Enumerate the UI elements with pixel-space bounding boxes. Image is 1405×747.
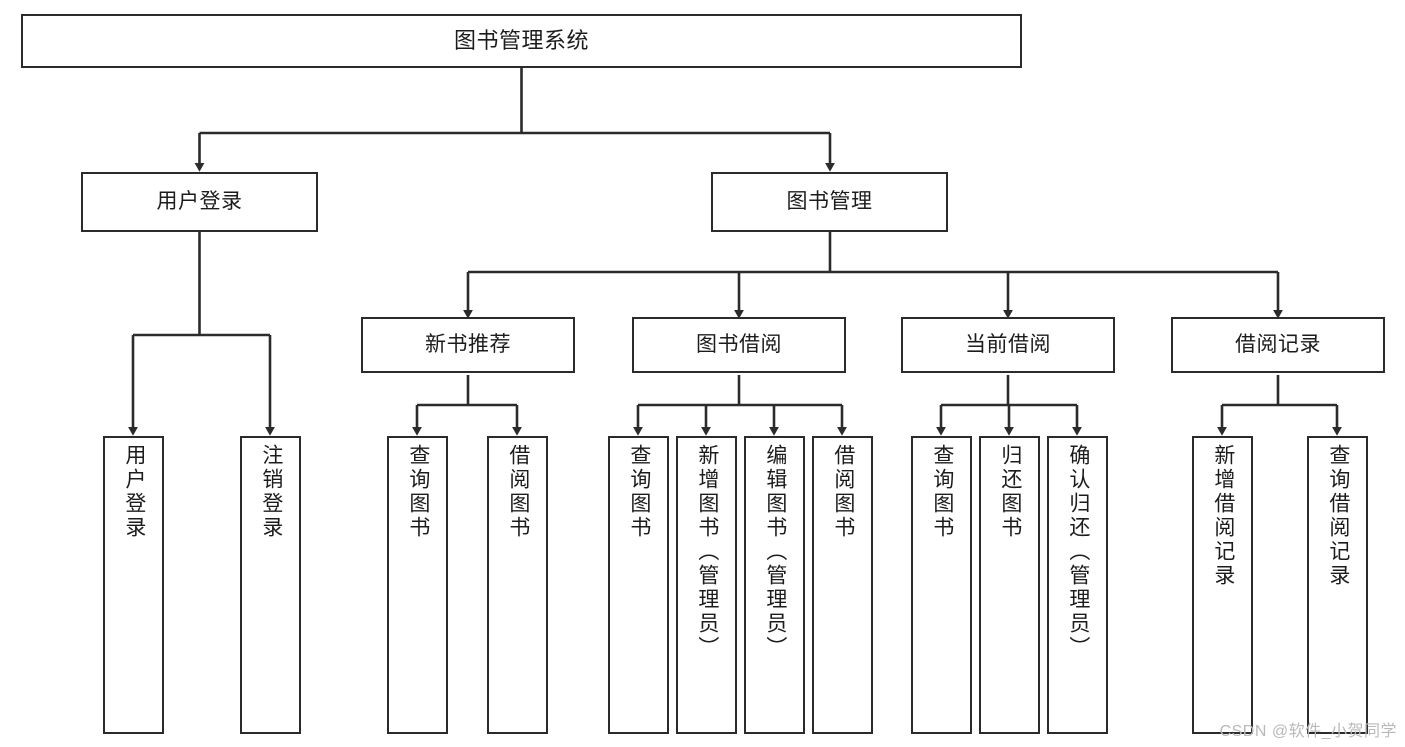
node-user-login[interactable]: 用户登录 [81,172,318,232]
node-book-manage-label: 图书管理 [786,189,873,213]
leaf-user-login-1[interactable]: 用户登录 [103,436,164,734]
leaf-borrow-4[interactable]: 借阅图书 [812,436,873,734]
leaf-current-2[interactable]: 归还图书 [979,436,1040,734]
node-root-label: 图书管理系统 [453,28,589,54]
node-new-book-recommend-label: 新书推荐 [425,332,511,356]
leaf-user-login-1-label: 用户登录 [122,444,146,540]
node-root[interactable]: 图书管理系统 [21,14,1022,68]
leaf-borrow-1[interactable]: 查询图书 [608,436,669,734]
leaf-current-3-label: 确认归还（管理员） [1066,444,1090,660]
node-book-manage[interactable]: 图书管理 [711,172,948,232]
leaf-user-login-2[interactable]: 注销登录 [240,436,301,734]
leaf-current-1[interactable]: 查询图书 [911,436,972,734]
leaf-user-login-2-label: 注销登录 [259,444,283,540]
leaf-borrow-3-label: 编辑图书（管理员） [763,444,787,660]
leaf-borrow-4-label: 借阅图书 [831,444,855,540]
node-borrow-record-label: 借阅记录 [1235,332,1321,356]
leaf-record-1[interactable]: 新增借阅记录 [1192,436,1253,734]
node-borrow-record[interactable]: 借阅记录 [1171,317,1385,373]
leaf-recommend-2[interactable]: 借阅图书 [487,436,548,734]
leaf-borrow-2[interactable]: 新增图书（管理员） [676,436,737,734]
leaf-record-2-label: 查询借阅记录 [1326,444,1350,588]
leaf-current-2-label: 归还图书 [998,444,1022,540]
leaf-record-1-label: 新增借阅记录 [1211,444,1235,588]
leaf-borrow-1-label: 查询图书 [627,444,651,540]
leaf-recommend-2-label: 借阅图书 [506,444,530,540]
node-current-borrow-label: 当前借阅 [965,332,1051,356]
leaf-recommend-1[interactable]: 查询图书 [387,436,448,734]
node-user-login-label: 用户登录 [156,189,243,213]
leaf-recommend-1-label: 查询图书 [406,444,430,540]
leaf-record-2[interactable]: 查询借阅记录 [1307,436,1368,734]
leaf-borrow-2-label: 新增图书（管理员） [695,444,719,660]
leaf-borrow-3[interactable]: 编辑图书（管理员） [744,436,805,734]
leaf-current-3[interactable]: 确认归还（管理员） [1047,436,1108,734]
node-book-borrow-label: 图书借阅 [696,332,782,356]
node-new-book-recommend[interactable]: 新书推荐 [361,317,575,373]
node-book-borrow[interactable]: 图书借阅 [632,317,846,373]
leaf-current-1-label: 查询图书 [930,444,954,540]
node-current-borrow[interactable]: 当前借阅 [901,317,1115,373]
watermark: CSDN @软件_小贺同学 [1219,723,1397,740]
